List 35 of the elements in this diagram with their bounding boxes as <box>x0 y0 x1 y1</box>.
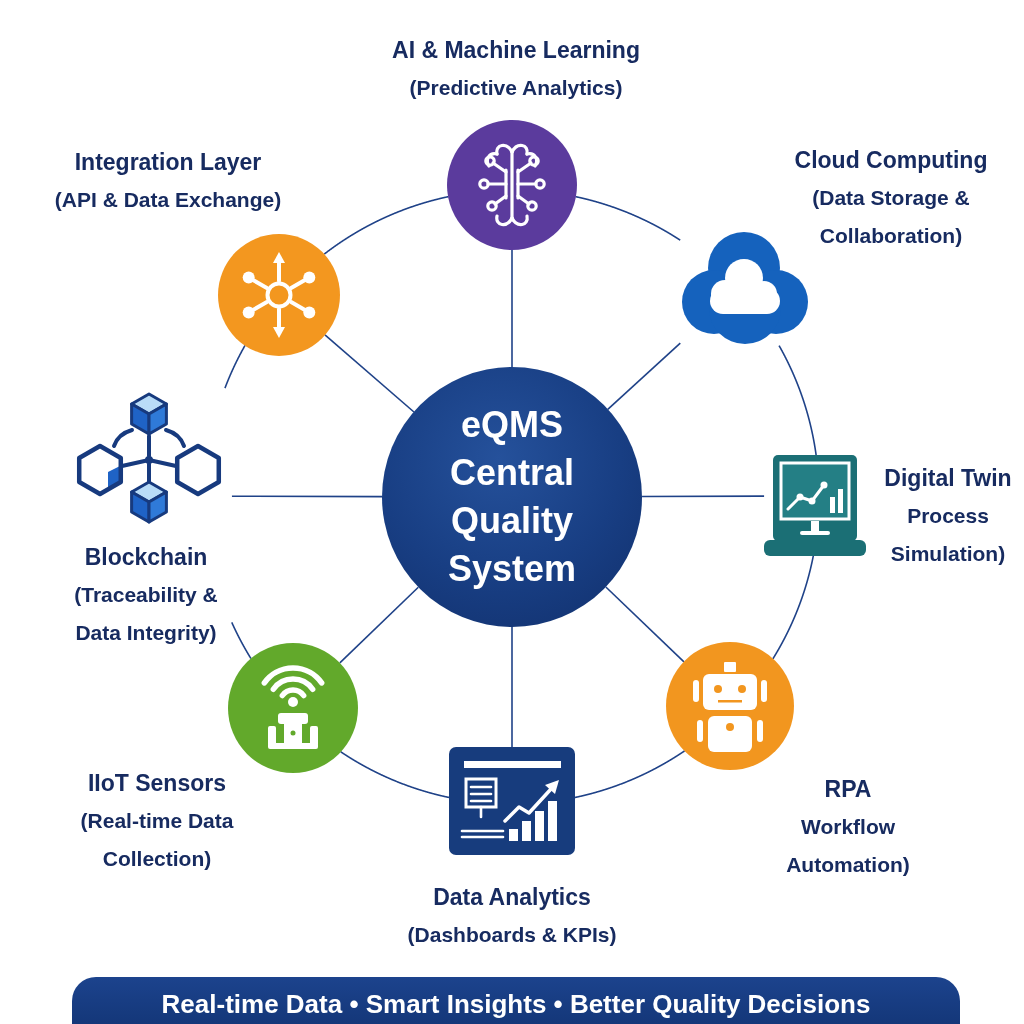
banner-text: Real-time Data • Smart Insights • Better Quality Decisions <box>161 987 871 1021</box>
footer-banner <box>72 977 960 1024</box>
connector-line <box>605 586 685 663</box>
node-subtitle: (Data Storage & Collaboration) <box>811 185 971 249</box>
connector-line <box>324 334 415 413</box>
connector-line <box>607 342 682 411</box>
node-title: AI & Machine Learning <box>391 36 641 65</box>
node-subtitle: (Dashboards & KPIs) <box>406 922 618 948</box>
node-title: Data Analytics <box>432 883 592 912</box>
connector-line <box>772 555 815 660</box>
connector-line <box>778 344 817 457</box>
node-subtitle: Workflow Automation) <box>785 814 911 878</box>
node-subtitle: (API & Data Exchange) <box>53 187 283 213</box>
connector-line <box>339 751 450 799</box>
node-subtitle: Process Simulation) <box>889 503 1007 567</box>
node-subtitle: (Traceability & Data Integrity) <box>73 582 219 646</box>
node-title: IIoT Sensors <box>86 769 227 798</box>
connector-line <box>575 195 682 241</box>
connector-line <box>224 344 246 389</box>
node-subtitle: (Real-time Data Collection) <box>79 808 235 872</box>
node-title: Digital Twin <box>883 464 1013 493</box>
node-title: Cloud Computing <box>793 146 989 175</box>
hub-label: eQMS Central Quality System <box>446 403 578 591</box>
connector-line <box>574 750 686 799</box>
connector-line <box>230 621 252 660</box>
connector-line <box>323 195 449 255</box>
node-title: RPA <box>823 775 873 804</box>
node-title: Blockchain <box>83 543 209 572</box>
node-title: Integration Layer <box>73 148 263 177</box>
node-subtitle: (Predictive Analytics) <box>408 75 624 101</box>
connector-line <box>641 495 765 498</box>
connector-line <box>339 586 420 664</box>
connector-line <box>511 249 513 368</box>
connector-line <box>231 495 384 498</box>
connector-line <box>511 626 513 748</box>
